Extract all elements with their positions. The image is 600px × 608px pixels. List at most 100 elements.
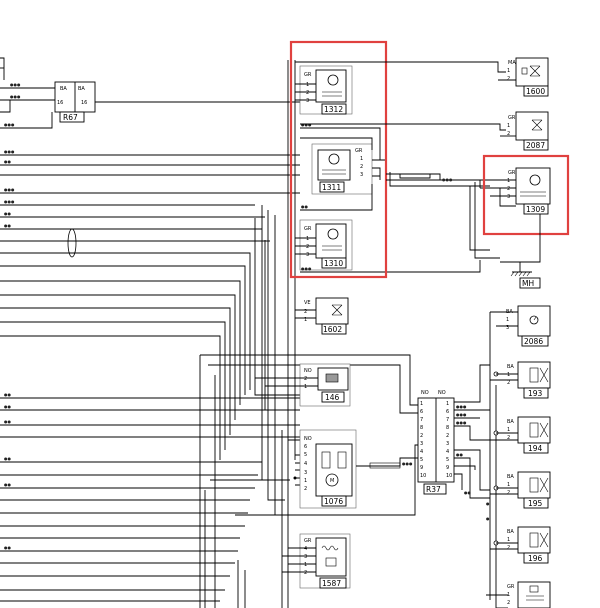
svg-text:●●●: ●●●	[456, 412, 467, 417]
svg-text:●●: ●●	[464, 490, 471, 495]
svg-text:2: 2	[304, 486, 307, 492]
valve-1602-label: 1602	[323, 325, 342, 334]
heater-1587-label: 1587	[322, 579, 341, 588]
svg-text:●●: ●●	[4, 404, 11, 409]
gauge-2086-label: 2086	[524, 337, 543, 346]
svg-text:1: 1	[304, 562, 307, 568]
svg-text:●●●: ●●●	[442, 177, 453, 182]
svg-text:2: 2	[420, 433, 423, 439]
svg-text:1: 1	[306, 236, 309, 242]
svg-text:1: 1	[304, 317, 307, 323]
svg-text:●●●: ●●●	[402, 461, 413, 466]
svg-text:GR: GR	[304, 538, 312, 544]
svg-text:NO: NO	[304, 368, 312, 374]
svg-text:3: 3	[506, 325, 509, 331]
injector-194-label: 194	[528, 444, 543, 453]
svg-text:VE: VE	[304, 300, 311, 306]
svg-text:2: 2	[304, 376, 307, 382]
svg-text:GR: GR	[508, 115, 516, 121]
connector-r37-label: R37	[426, 485, 441, 494]
svg-text:3: 3	[306, 252, 309, 258]
svg-text:4: 4	[304, 461, 307, 467]
svg-text:10: 10	[446, 473, 452, 479]
sensor-1309-label: 1309	[526, 205, 545, 214]
sensor-1310-label: 1310	[324, 259, 343, 268]
svg-text:●●●: ●●●	[301, 266, 312, 271]
svg-text:●●: ●●	[301, 204, 308, 209]
injector-193: BA 1 2 193	[490, 361, 551, 399]
svg-text:GR: GR	[304, 72, 312, 78]
svg-text:8: 8	[446, 425, 449, 431]
svg-text:1: 1	[507, 178, 510, 184]
sensor-1311-label: 1311	[322, 183, 341, 192]
svg-text:●●: ●●	[456, 452, 463, 457]
svg-text:2: 2	[507, 435, 510, 441]
svg-text:GR: GR	[507, 584, 515, 590]
svg-text:●●: ●●	[4, 159, 11, 164]
svg-text:●●●: ●●●	[4, 149, 15, 154]
svg-text:16: 16	[57, 100, 63, 106]
valve-2087-label: 2087	[526, 141, 545, 150]
svg-text:●●: ●●	[4, 545, 11, 550]
svg-text:1: 1	[420, 401, 423, 407]
svg-text:2: 2	[360, 164, 363, 170]
vertical-wire-bus	[199, 60, 416, 608]
svg-text:5: 5	[420, 457, 423, 463]
svg-text:●●●: ●●●	[4, 199, 15, 204]
svg-text:●●●: ●●●	[10, 82, 21, 87]
svg-text:BA: BA	[507, 419, 514, 425]
svg-text:10: 10	[420, 473, 426, 479]
svg-text:2: 2	[507, 186, 510, 192]
svg-text:1: 1	[507, 427, 510, 433]
valve-1600: MA 1 2 1600	[498, 57, 549, 97]
svg-text:NO: NO	[438, 390, 446, 396]
valve-2087: GR 1 2 2087	[500, 111, 549, 151]
svg-text:6: 6	[420, 409, 423, 415]
left-wire-bundle: ●●● ●●● ●●● ●●● ●● ●●● ●●● ●● ●● ●● ●● ●…	[0, 57, 300, 602]
svg-text:7: 7	[446, 417, 449, 423]
injector-193-label: 193	[528, 389, 543, 398]
svg-text:2: 2	[507, 131, 510, 137]
injector-196: BA 1 2 196	[490, 526, 551, 564]
svg-text:2: 2	[306, 244, 309, 250]
svg-text:●●: ●●	[4, 211, 11, 216]
injector-195: BA 1 2 195	[490, 471, 551, 509]
svg-text:BA: BA	[507, 529, 514, 535]
svg-text:1: 1	[446, 401, 449, 407]
connector-r67-label: R67	[63, 113, 78, 122]
svg-text:BA: BA	[78, 86, 85, 92]
svg-text:2: 2	[507, 380, 510, 386]
svg-text:GR: GR	[355, 148, 363, 154]
injector-196-label: 196	[528, 554, 543, 563]
svg-text:GR: GR	[304, 226, 312, 232]
gauge-2086: BA 1 3 2086	[489, 305, 551, 365]
svg-text:●●●: ●●●	[456, 404, 467, 409]
heater-1587: GR 4 3 1 2 1587	[282, 533, 351, 589]
svg-text:1: 1	[304, 384, 307, 390]
svg-text:7: 7	[420, 417, 423, 423]
highlight-box-sensor-1309	[482, 154, 570, 236]
svg-text:1: 1	[304, 478, 307, 484]
svg-text:NO: NO	[421, 390, 429, 396]
svg-text:1: 1	[306, 82, 309, 88]
svg-text:3: 3	[420, 441, 423, 447]
svg-text:GR: GR	[508, 170, 516, 176]
svg-text:2: 2	[507, 545, 510, 551]
svg-text:5: 5	[446, 457, 449, 463]
svg-text:2: 2	[507, 76, 510, 82]
svg-text:4: 4	[446, 449, 449, 455]
svg-text:2: 2	[304, 309, 307, 315]
svg-text:BA: BA	[60, 86, 67, 92]
ground-label: MH	[522, 279, 534, 288]
svg-text:●●●: ●●●	[4, 187, 15, 192]
twisted-pair-loop	[67, 228, 77, 258]
svg-text:5: 5	[304, 452, 307, 458]
svg-text:6: 6	[304, 444, 307, 450]
svg-text:3: 3	[507, 194, 510, 200]
motor-1076: NO 6 5 4 3 1 2 M 1076 ●●●	[299, 429, 420, 509]
sensor-1312: GR 1 2 3 1312	[295, 65, 353, 115]
svg-text:2: 2	[306, 90, 309, 96]
svg-text:NO: NO	[304, 436, 312, 442]
svg-text:2: 2	[304, 570, 307, 576]
svg-text:1: 1	[360, 156, 363, 162]
